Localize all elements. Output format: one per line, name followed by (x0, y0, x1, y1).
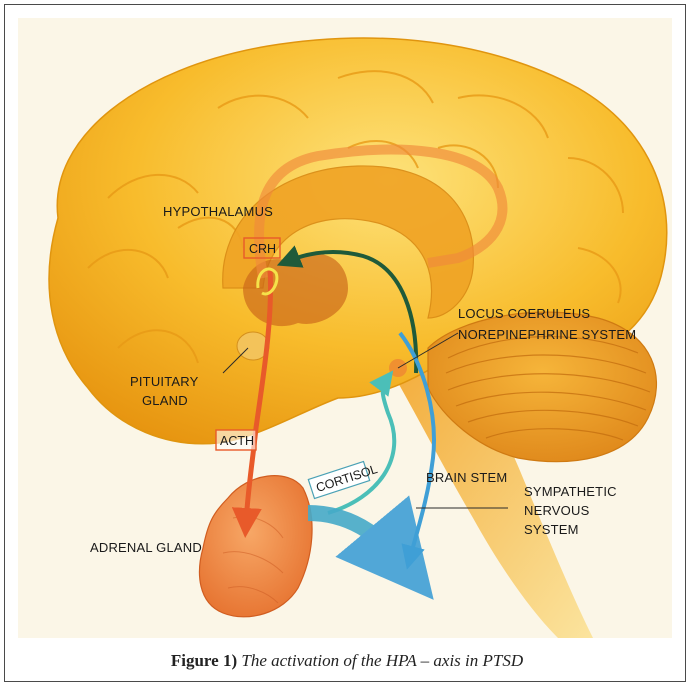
brain-stem-label: BRAIN STEM (426, 470, 507, 485)
figure-caption: Figure 1) The activation of the HPA – ax… (0, 651, 694, 671)
sympathetic-label: SYMPATHETIC (524, 484, 617, 499)
locus-coeruleus-label: LOCUS COERULEUS (458, 306, 590, 321)
caption-prefix: Figure 1) (171, 651, 237, 670)
norepinephrine-label: NOREPINEPHRINE SYSTEM (458, 327, 636, 342)
crh-label: CRH (249, 242, 276, 256)
cortisol-feedback-arrow (328, 380, 394, 513)
hpa-illustration: HYPOTHALAMUS CRH LOCUS COERULEUS NOREPIN… (18, 18, 672, 638)
adrenal-gland-label: ADRENAL GLAND (90, 540, 202, 555)
brain-diagram-svg: HYPOTHALAMUS CRH LOCUS COERULEUS NOREPIN… (18, 18, 672, 638)
system-label: SYSTEM (524, 522, 579, 537)
caption-text: The activation of the HPA – axis in PTSD (237, 651, 523, 670)
nervous-label: NERVOUS (524, 503, 590, 518)
gland-label: GLAND (142, 393, 188, 408)
pituitary-label: PITUITARY (130, 374, 199, 389)
cortisol-arrow (308, 513, 403, 563)
adrenal-gland-shape (200, 476, 313, 617)
acth-label: ACTH (220, 434, 254, 448)
hypothalamus-label: HYPOTHALAMUS (163, 204, 273, 219)
